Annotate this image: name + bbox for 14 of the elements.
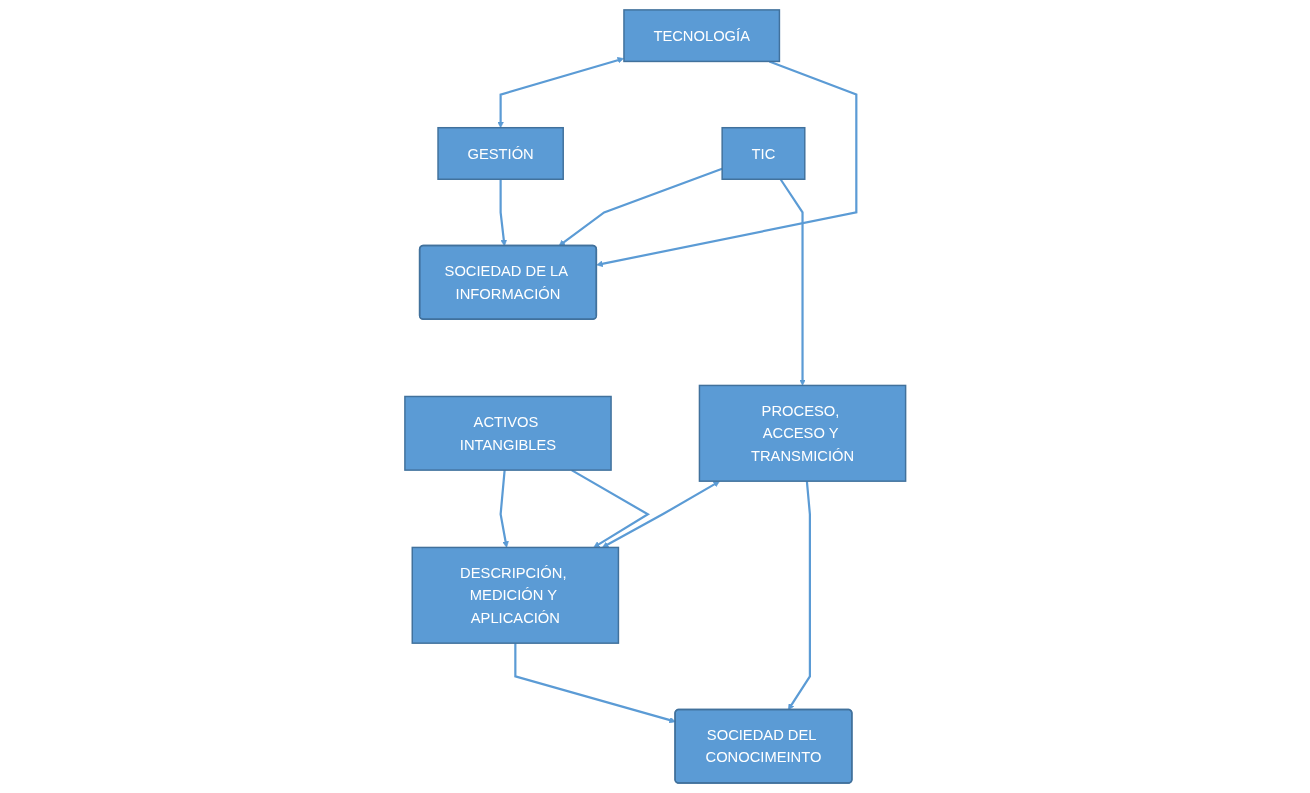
node-box: ACTIVOS INTANGIBLES xyxy=(403,395,612,471)
node-box: GESTIÓN xyxy=(437,127,564,180)
arrow xyxy=(497,57,624,128)
arrow xyxy=(596,60,858,267)
node-box: DESCRIPCIÓN, MEDICIÓN Y APLICACIÓN xyxy=(411,546,619,644)
arrow xyxy=(787,481,811,711)
arrow xyxy=(779,178,806,386)
arrow xyxy=(570,469,650,548)
node-box: TECNOLOGÍA xyxy=(622,9,780,63)
node-box: TIC xyxy=(721,127,806,180)
node-box: PROCESO, ACCESO Y TRANSMICIÓN xyxy=(698,384,907,482)
arrow xyxy=(499,470,509,548)
arrow xyxy=(601,481,720,548)
arrow xyxy=(499,179,507,247)
